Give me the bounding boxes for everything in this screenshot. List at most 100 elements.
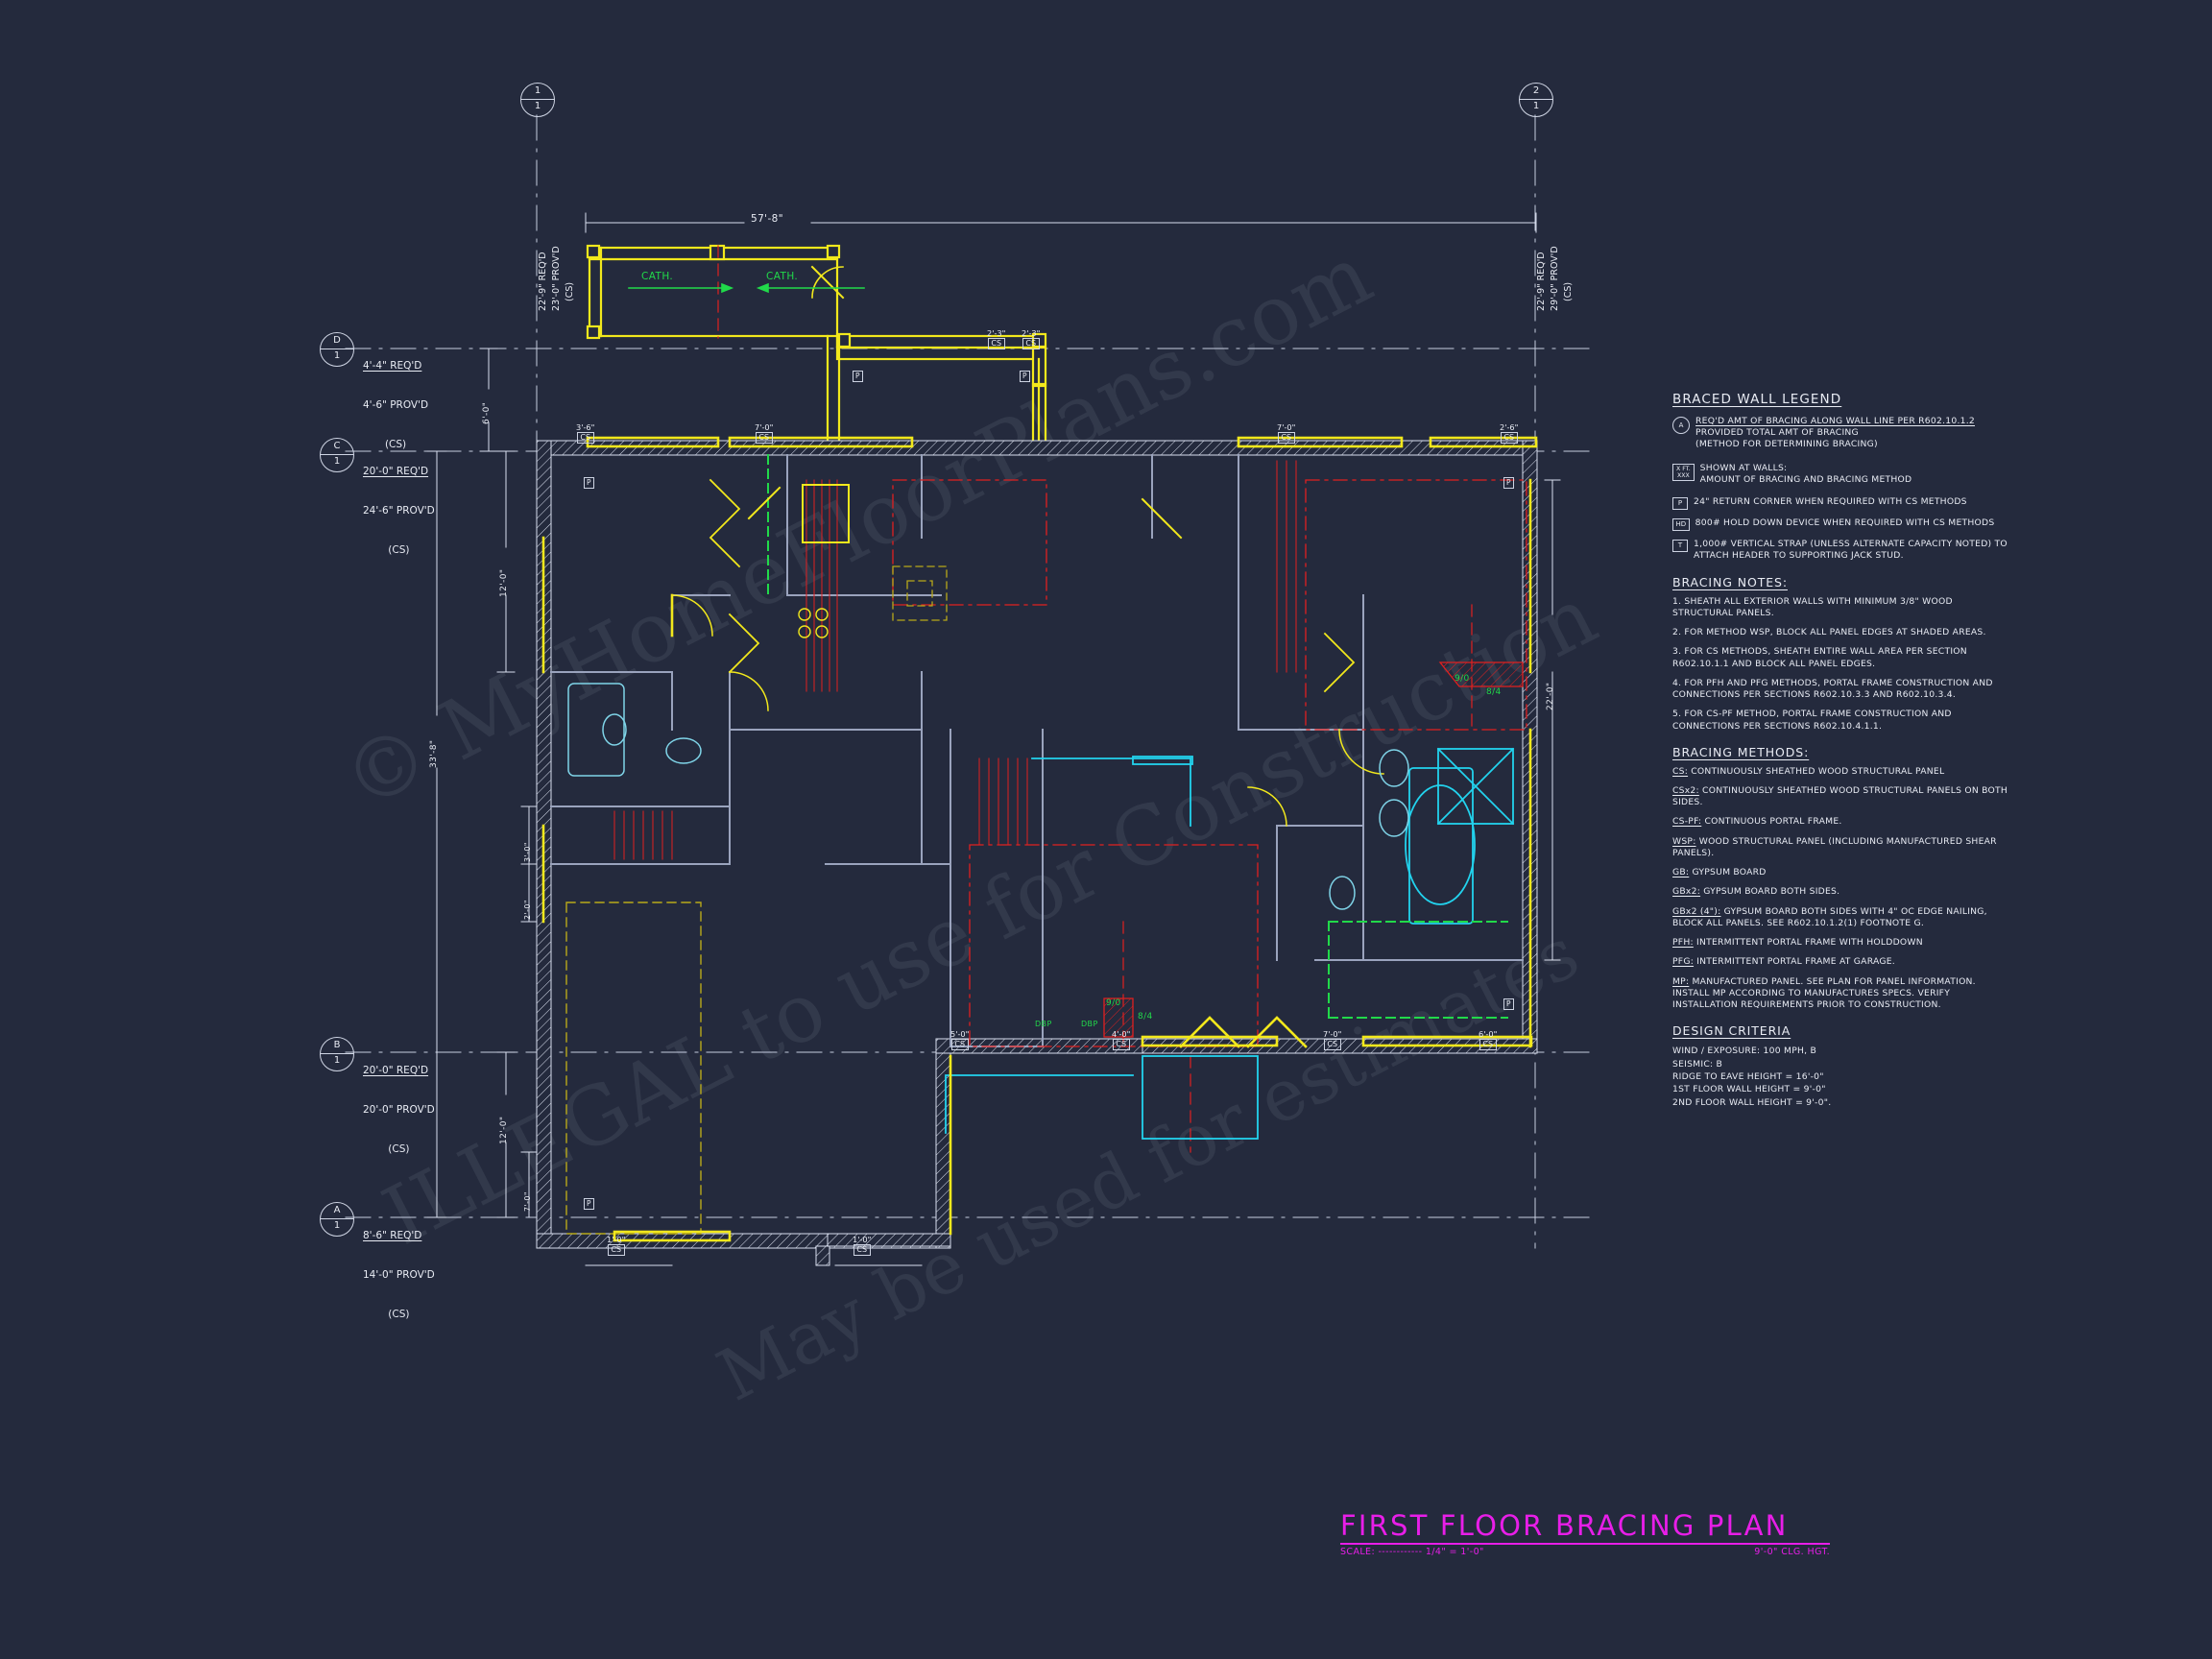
legend-hd-icon: HD xyxy=(1672,518,1690,532)
legend-item-hd: HD 800# HOLD DOWN DEVICE WHEN REQUIRED W… xyxy=(1672,517,2010,532)
wall-tag-method: CS xyxy=(1323,1039,1341,1051)
wall-tag-dim: 7'-0" xyxy=(1323,1029,1342,1039)
wall-tag-method: CS xyxy=(755,432,773,445)
wall-tag-dim: 1'-0" xyxy=(853,1235,872,1244)
grid-b-callout: 20'-0" REQ'D 20'-0" PROV'D (CS) xyxy=(363,1065,435,1156)
grid-1-method: (CS) xyxy=(565,281,576,301)
return-corner-p-2: P xyxy=(853,371,863,382)
grid-bubble-c-sub: 1 xyxy=(333,456,341,467)
dim-left-upper: 6'-0" xyxy=(482,401,492,424)
scale-label: SCALE: ------------ 1/4" = 1'-0" xyxy=(1340,1546,1484,1557)
bracing-method-3: WSP: WOOD STRUCTURAL PANEL (INCLUDING MA… xyxy=(1672,836,2010,859)
title-underline xyxy=(1340,1543,1830,1545)
grid-bubble-1-sub: 1 xyxy=(534,101,541,111)
bracing-note-3: 3. FOR CS METHODS, SHEATH ENTIRE WALL AR… xyxy=(1672,646,1967,669)
wall-tag-dim: 5'-0" xyxy=(950,1029,970,1039)
bracing-method-code: CS: xyxy=(1672,765,1689,777)
grid-bubble-b[interactable]: B 1 xyxy=(320,1037,354,1071)
grid-bubble-1[interactable]: 1 1 xyxy=(520,83,555,117)
grid-bubble-a-id: A xyxy=(333,1205,341,1215)
bracing-methods-heading: BRACING METHODS: xyxy=(1672,744,1810,759)
grid-bubble-a[interactable]: A 1 xyxy=(320,1202,354,1237)
legend-hd-text: 800# HOLD DOWN DEVICE WHEN REQUIRED WITH… xyxy=(1695,517,1995,529)
legend-bubble-desc: REQ'D AMT OF BRACING ALONG WALL LINE PER… xyxy=(1695,416,1975,450)
legend-wall-desc: SHOWN AT WALLS: AMOUNT OF BRACING AND BR… xyxy=(1699,462,1912,485)
bracing-method-9: MP: MANUFACTURED PANEL. SEE PLAN FOR PAN… xyxy=(1672,976,2010,1012)
garage-note-dbp-1: DBP xyxy=(1035,1020,1052,1028)
bracing-method-4: GB: GYPSUM BOARD xyxy=(1672,867,2010,878)
holddown-note-2-b: 8/4 xyxy=(1138,1012,1153,1022)
bracing-method-code: CS-PF: xyxy=(1672,816,1702,828)
bracing-method-1: CSx2: CONTINUOUSLY SHEATHED WOOD STRUCTU… xyxy=(1672,785,2010,808)
legend-wall-icon: X FT. XXX xyxy=(1672,463,1695,481)
title-block: FIRST FLOOR BRACING PLAN SCALE: --------… xyxy=(1340,1509,1830,1557)
holddown-note-1-a: 9/0 xyxy=(1455,674,1470,684)
design-criteria-heading: DESIGN CRITERIA xyxy=(1672,1023,1791,1039)
bracing-methods-list: CS: CONTINUOUSLY SHEATHED WOOD STRUCTURA… xyxy=(1672,766,2010,1012)
return-corner-p-3: P xyxy=(1020,371,1030,382)
wall-tag-method: CS xyxy=(853,1244,871,1257)
bracing-method-text: GYPSUM BOARD xyxy=(1689,867,1767,878)
garage-note-dbp-2: DBP xyxy=(1081,1020,1098,1028)
legend-t-icon: T xyxy=(1672,540,1688,553)
bracing-method-text: WOOD STRUCTURAL PANEL (INCLUDING MANUFAC… xyxy=(1672,835,1997,858)
bracing-method-text: INTERMITTENT PORTAL FRAME AT GARAGE. xyxy=(1694,956,1895,968)
return-corner-p-6: P xyxy=(584,1198,594,1210)
wall-tag-method: CS xyxy=(1500,432,1518,445)
wall-tag-method: CS xyxy=(576,432,594,445)
bracing-method-code: GBx2: xyxy=(1672,886,1701,898)
bracing-method-text: GYPSUM BOARD BOTH SIDES WITH 4" OC EDGE … xyxy=(1672,905,1987,928)
wall-tag-dim: 7'-0" xyxy=(755,422,774,432)
legend-item-t: T 1,000# VERTICAL STRAP (UNLESS ALTERNAT… xyxy=(1672,539,2010,562)
wall-tag-9: 6'-0"CS xyxy=(1479,1029,1497,1051)
bracing-method-7: PFH: INTERMITTENT PORTAL FRAME WITH HOLD… xyxy=(1672,937,2010,949)
bracing-method-6: GBx2 (4"): GYPSUM BOARD BOTH SIDES WITH … xyxy=(1672,906,2010,929)
page-title: FIRST FLOOR BRACING PLAN xyxy=(1340,1509,1789,1542)
wall-tag-7: 4'-0"CS xyxy=(1112,1029,1130,1051)
grid-bubble-2-sub: 1 xyxy=(1532,101,1540,111)
grid-bubble-d[interactable]: D 1 xyxy=(320,332,354,367)
grid-bubble-c[interactable]: C 1 xyxy=(320,438,354,472)
wall-tag-method: CS xyxy=(1022,338,1040,350)
room-note-cath-right: CATH. xyxy=(766,271,799,282)
wall-tag-dim: 1'-0" xyxy=(607,1235,626,1244)
dim-left-lower: 12'-0" xyxy=(499,1116,509,1144)
bracing-method-text: INTERMITTENT PORTAL FRAME WITH HOLDDOWN xyxy=(1693,937,1923,949)
wall-tag-3: 7'-0"CS xyxy=(755,422,774,445)
dim-right-seg: 22'-0" xyxy=(1546,682,1555,710)
wall-tag-method: CS xyxy=(607,1244,625,1257)
bracing-method-text: CONTINUOUSLY SHEATHED WOOD STRUCTURAL PA… xyxy=(1688,765,1945,777)
bracing-method-code: MP: xyxy=(1672,975,1690,987)
bracing-note-1: 1. SHEATH ALL EXTERIOR WALLS WITH MINIMU… xyxy=(1672,595,1953,618)
room-note-cath-left: CATH. xyxy=(641,271,674,282)
grid-bubble-2[interactable]: 2 1 xyxy=(1519,83,1553,117)
wall-tag-11: 1'-0"CS xyxy=(853,1235,872,1257)
wall-tag-dim: 7'-0" xyxy=(1277,422,1296,432)
grid-2-method: (CS) xyxy=(1563,281,1575,301)
title-subline: SCALE: ------------ 1/4" = 1'-0" 9'-0" C… xyxy=(1340,1547,1830,1557)
grid-bubble-1-id: 1 xyxy=(534,85,541,96)
legend-bubble-row: A REQ'D AMT OF BRACING ALONG WALL LINE P… xyxy=(1672,416,2010,451)
dim-left-seg-a: 3'-0" xyxy=(523,842,532,862)
bracing-method-text: CONTINUOUSLY SHEATHED WOOD STRUCTURAL PA… xyxy=(1672,784,2008,808)
grid-bubble-b-sub: 1 xyxy=(333,1055,341,1066)
legend-p-text: 24" RETURN CORNER WHEN REQUIRED WITH CS … xyxy=(1694,496,1967,508)
wall-tag-dim: 2'-3" xyxy=(987,328,1006,338)
legend-p-icon: P xyxy=(1672,497,1688,511)
bracing-method-5: GBx2: GYPSUM BOARD BOTH SIDES. xyxy=(1672,886,2010,898)
grid-bubble-c-id: C xyxy=(333,441,341,451)
grid-d-callout: 4'-4" REQ'D 4'-6" PROV'D (CS) xyxy=(363,360,429,451)
wall-tag-dim: 2'-6" xyxy=(1500,422,1519,432)
wall-tag-6: 5'-0"CS xyxy=(950,1029,970,1051)
wall-tag-method: CS xyxy=(987,338,1005,350)
return-corner-p-5: P xyxy=(1503,998,1514,1010)
legend-bubble-icon: A xyxy=(1672,417,1690,434)
overall-dim-top: 57'-8" xyxy=(751,213,783,225)
bracing-note-4: 4. FOR PFH AND PFG METHODS, PORTAL FRAME… xyxy=(1672,677,1993,701)
bracing-method-8: PFG: INTERMITTENT PORTAL FRAME AT GARAGE… xyxy=(1672,956,2010,968)
overall-dim-left: 33'-8" xyxy=(429,739,439,768)
return-corner-p-4: P xyxy=(1503,477,1514,489)
wall-tag-10: 1'-0"CS xyxy=(607,1235,626,1257)
grid-a-callout: 8'-6" REQ'D 14'-0" PROV'D (CS) xyxy=(363,1230,435,1321)
